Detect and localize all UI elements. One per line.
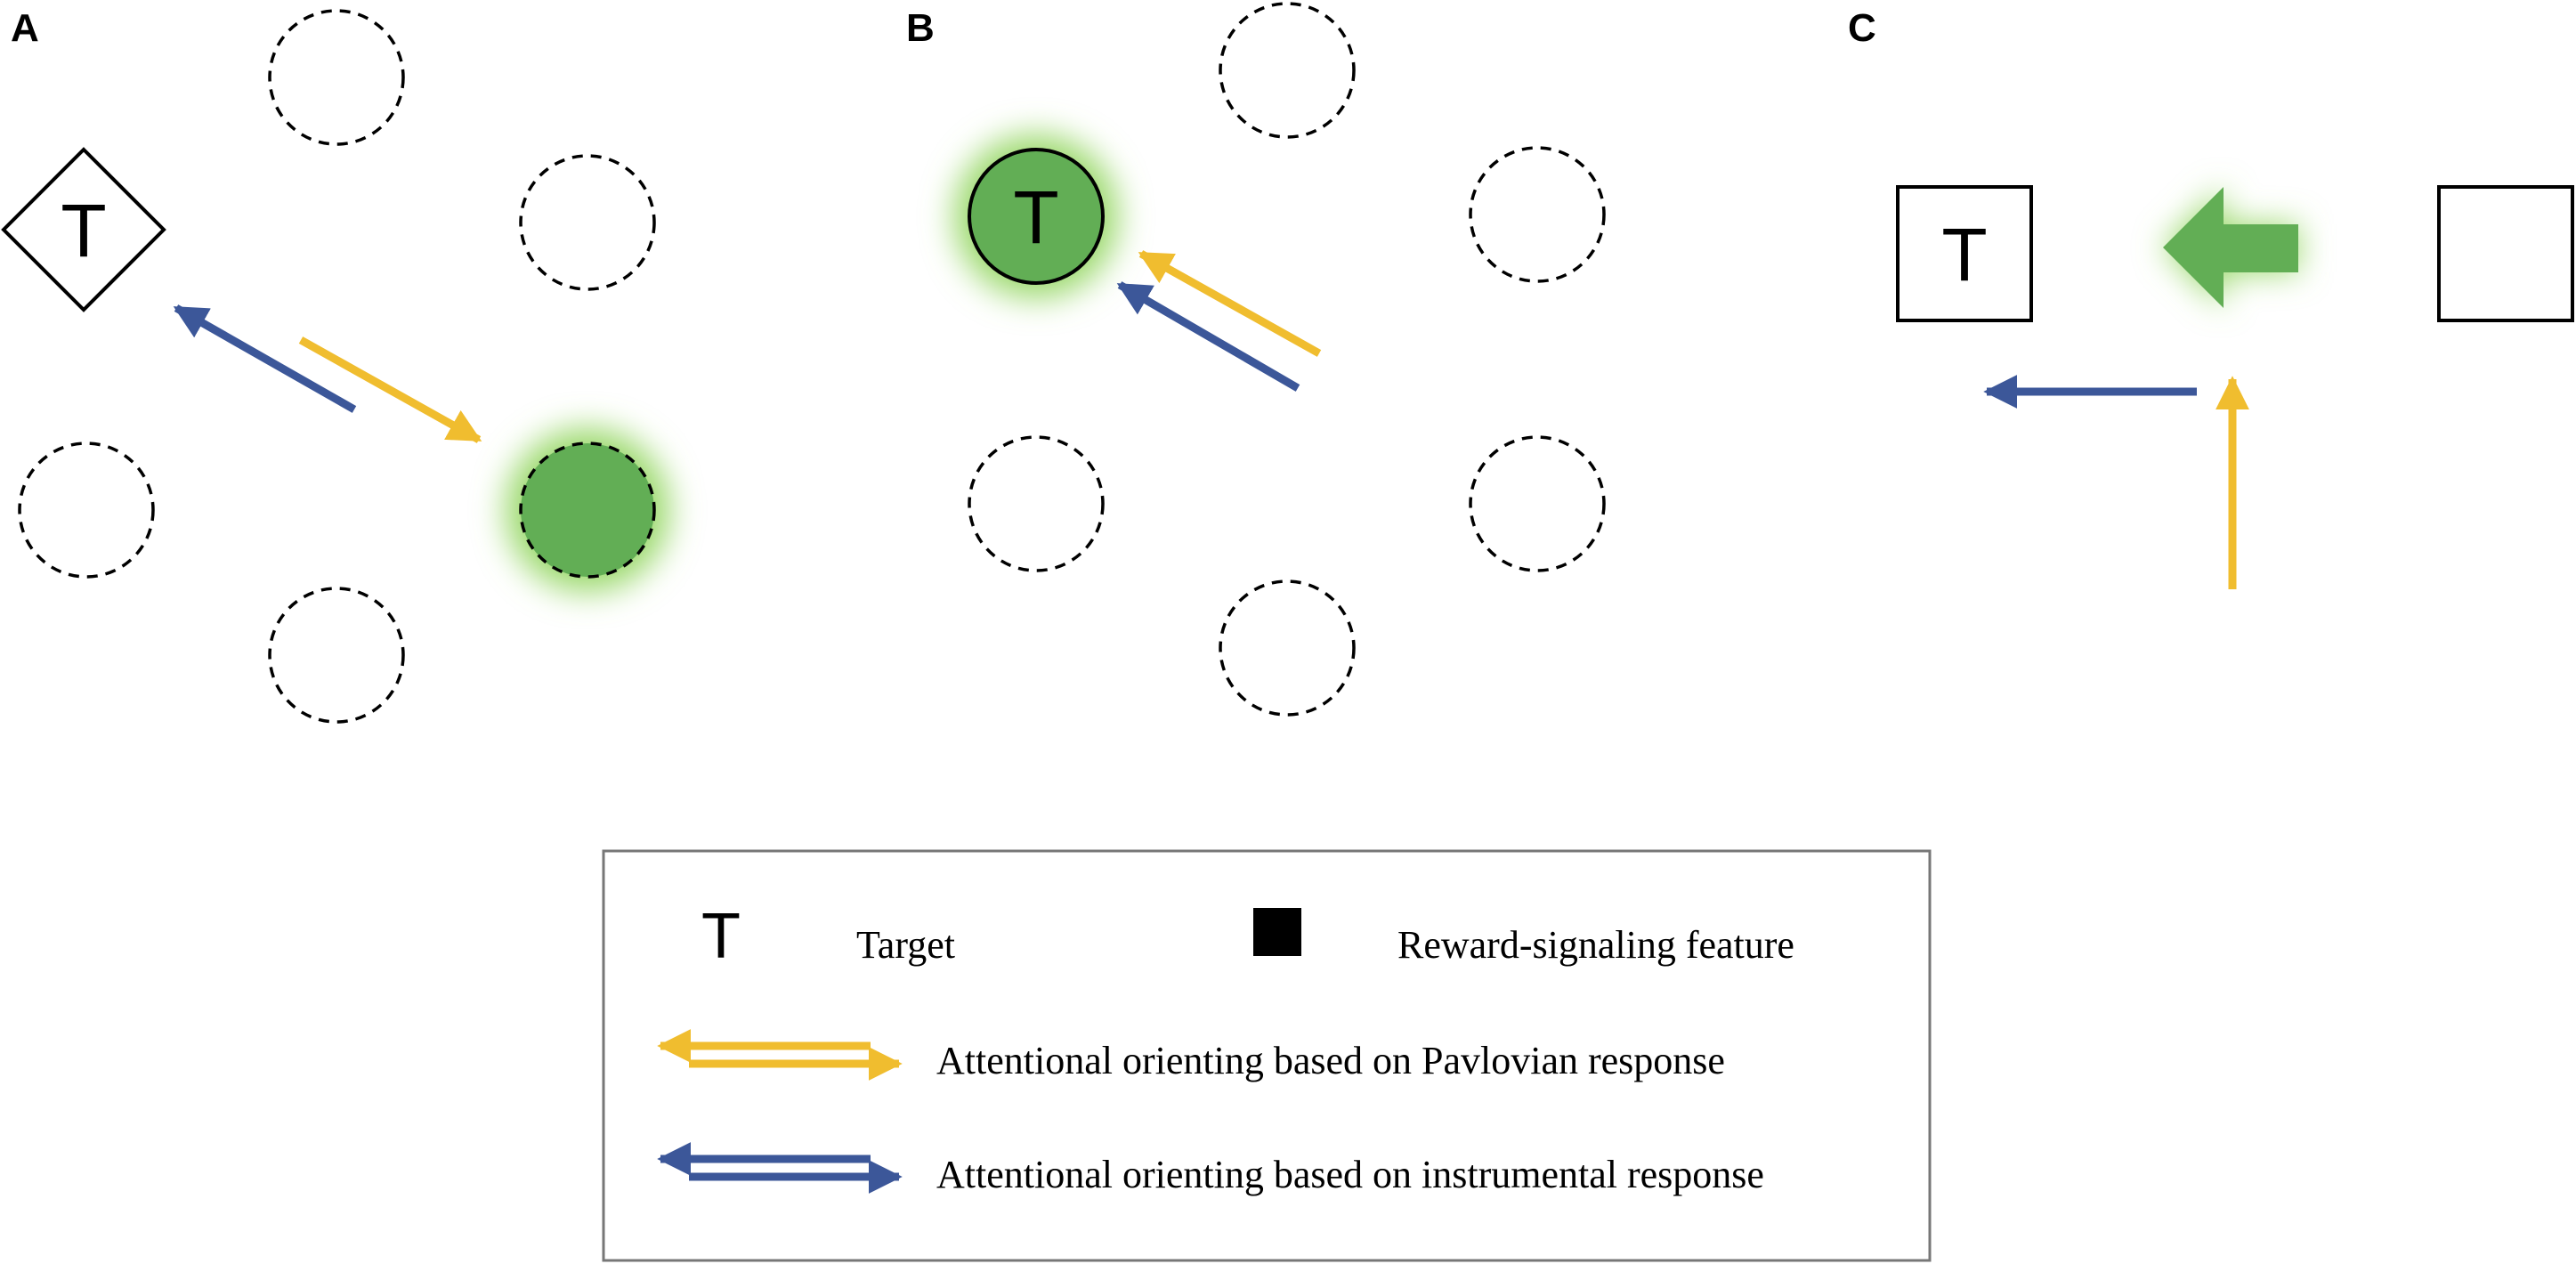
- distractor-circle: [968, 435, 1105, 572]
- double-arrow-blue: [657, 1142, 903, 1194]
- empty-square: [2437, 185, 2574, 322]
- reward-singleton-outline: [519, 442, 656, 579]
- target-letter: T: [1941, 213, 1987, 296]
- distractor-circle: [268, 9, 405, 146]
- legend-target-label: Target: [856, 923, 955, 967]
- panel-letter-b: B: [906, 6, 935, 50]
- target-letter: T: [61, 189, 106, 272]
- distractor-circle: [519, 154, 656, 291]
- panel-letter-a: A: [11, 6, 39, 50]
- legend-pavlovian-label: Attentional orienting based on Pavlovian…: [936, 1039, 1725, 1082]
- legend-instrumental-label: Attentional orienting based on instrumen…: [936, 1153, 1764, 1196]
- legend: T Target Reward-signaling feature Attent…: [602, 849, 1932, 1262]
- target-square: [1896, 185, 2033, 322]
- distractor-circle: [1469, 435, 1606, 572]
- panel-b: B T: [906, 2, 1606, 717]
- pavlovian-arrow: [298, 336, 482, 443]
- reward-singleton-circle: [521, 443, 654, 577]
- target-reward-circle: [968, 148, 1105, 285]
- legend-target-symbol: T: [701, 901, 741, 972]
- panel-c: C T: [1848, 6, 2574, 589]
- target-letter: T: [1013, 175, 1058, 259]
- double-arrow-yellow: [657, 1029, 903, 1081]
- distractor-circle: [18, 442, 155, 579]
- panel-a: A T: [1, 6, 669, 724]
- distractor-circle: [1219, 579, 1356, 717]
- target-diamond: [1, 147, 166, 312]
- panel-letter-c: C: [1848, 6, 1876, 50]
- distractor-circle: [1219, 2, 1356, 139]
- distractor-circle: [1469, 146, 1606, 283]
- instrumental-arrow: [1116, 281, 1300, 392]
- left-arrow-icon: [2163, 187, 2298, 308]
- distractor-circle: [268, 587, 405, 724]
- black-square-icon: [1253, 908, 1301, 956]
- legend-reward-label: Reward-signaling feature: [1397, 923, 1794, 967]
- instrumental-arrow: [173, 304, 357, 413]
- pavlovian-arrow: [1138, 250, 1322, 357]
